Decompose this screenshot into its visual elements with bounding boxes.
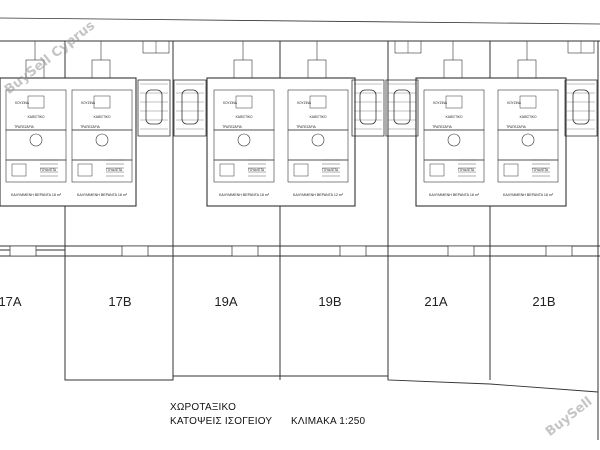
bedroom-2 [213, 159, 275, 183]
carport-3 [385, 79, 419, 137]
room-label-dining-4: ΤΡΑΠΕΖΑΡΙΑ [432, 125, 452, 129]
plot-number-19a: 19A [214, 294, 237, 309]
room-label-dining-0: ΤΡΑΠΕΖΑΡΙΑ [14, 125, 34, 129]
car-icon-2 [359, 89, 377, 125]
carport-1 [173, 79, 207, 137]
plot-number-19b: 19B [318, 294, 341, 309]
room-label-kitchen-5: ΚΟΥΖΙΝΑ [507, 101, 522, 105]
entrance-1 [91, 59, 111, 79]
rear-step-4 [447, 245, 475, 257]
room-label-kitchen-4: ΚΟΥΖΙΝΑ [433, 101, 448, 105]
dining-table-0 [29, 133, 43, 147]
carport-0 [137, 79, 171, 137]
bed-3 [293, 163, 309, 177]
rear-step-5 [545, 245, 573, 257]
entrance-5 [517, 59, 537, 79]
room-label-dining-2: ΤΡΑΠΕΖΑΡΙΑ [222, 125, 242, 129]
bed-0 [11, 163, 27, 177]
plot-number-17a: 17A [0, 294, 22, 309]
sofa-2 [235, 95, 253, 109]
patio-label-2: ΚΑΛΥΜΜΕΝΗ ΒΕΡΑΝΤΑ 18 m² [219, 193, 270, 197]
sofa-4 [445, 95, 463, 109]
room-label-living-5: ΚΑΘΙΣΤΙΚΟ [520, 115, 537, 119]
entrance-3 [307, 59, 327, 79]
plan-scale: ΚΛΙΜΑΚΑ 1:250 [291, 416, 366, 427]
room-label-dining-1: ΤΡΑΠΕΖΑΡΙΑ [80, 125, 100, 129]
car-icon-4 [572, 89, 590, 125]
car-icon-1 [181, 89, 199, 125]
room-label-kitchen-2: ΚΟΥΖΙΝΑ [223, 101, 238, 105]
entrance-4 [443, 59, 463, 79]
room-label-living-0: ΚΑΘΙΣΤΙΚΟ [28, 115, 45, 119]
entrance-2 [233, 59, 253, 79]
sofa-0 [27, 95, 45, 109]
bedroom-4 [423, 159, 485, 183]
patio-label-1: ΚΑΛΥΜΜΕΝΗ ΒΕΡΑΝΤΑ 18 m² [77, 193, 128, 197]
room-label-wc-0: ΤΟΥΑΛΕΤΑ [40, 168, 57, 172]
room-label-living-4: ΚΑΘΙΣΤΙΚΟ [446, 115, 463, 119]
bed-1 [77, 163, 93, 177]
room-label-kitchen-1: ΚΟΥΖΙΝΑ [81, 101, 96, 105]
bed-2 [219, 163, 235, 177]
bedroom-0 [5, 159, 67, 183]
plot-number-21b: 21B [532, 294, 555, 309]
sofa-3 [309, 95, 327, 109]
room-label-kitchen-0: ΚΟΥΖΙΝΑ [15, 101, 30, 105]
room-label-dining-3: ΤΡΑΠΕΖΑΡΙΑ [296, 125, 316, 129]
rear-step-1 [121, 245, 149, 257]
room-label-wc-3: ΤΟΥΑΛΕΤΑ [322, 168, 339, 172]
carport-4 [564, 79, 598, 137]
bed-5 [503, 163, 519, 177]
patio-label-0: ΚΑΛΥΜΜΕΝΗ ΒΕΡΑΝΤΑ 18 m² [11, 193, 62, 197]
dining-table-3 [311, 133, 325, 147]
plan-subtitle: ΚΑΤΟΨΕΙΣ ΙΣΟΓΕΙΟΥ [170, 416, 273, 427]
building-footprint-1 [206, 77, 356, 207]
room-label-kitchen-3: ΚΟΥΖΙΝΑ [297, 101, 312, 105]
bed-4 [429, 163, 445, 177]
sofa-5 [519, 95, 537, 109]
rear-step-0 [9, 245, 37, 257]
dining-table-5 [521, 133, 535, 147]
building-footprint-0 [0, 77, 137, 207]
room-label-living-3: ΚΑΘΙΣΤΙΚΟ [310, 115, 327, 119]
sofa-1 [93, 95, 111, 109]
bedroom-3 [287, 159, 349, 183]
bedroom-5 [497, 159, 559, 183]
rear-step-2 [231, 245, 259, 257]
room-label-wc-2: ΤΟΥΑΛΕΤΑ [248, 168, 265, 172]
dining-table-2 [237, 133, 251, 147]
room-label-wc-4: ΤΟΥΑΛΕΤΑ [458, 168, 475, 172]
plan-title: ΧΩΡΟΤΑΞΙΚΟ [170, 402, 237, 413]
building-footprint-2 [415, 77, 567, 207]
dining-table-1 [95, 133, 109, 147]
car-icon-3 [393, 89, 411, 125]
bedroom-1 [71, 159, 133, 183]
plot-number-17b: 17B [108, 294, 131, 309]
carport-2 [351, 79, 385, 137]
rear-plot-line-lower [0, 249, 599, 393]
dining-table-4 [447, 133, 461, 147]
rear-step-3 [339, 245, 367, 257]
room-label-living-1: ΚΑΘΙΣΤΙΚΟ [94, 115, 111, 119]
patio-label-5: ΚΑΛΥΜΜΕΝΗ ΒΕΡΑΝΤΑ 18 m² [503, 193, 554, 197]
patio-label-3: ΚΑΛΥΜΜΕΝΗ ΒΕΡΑΝΤΑ 12 m² [293, 193, 344, 197]
room-label-dining-5: ΤΡΑΠΕΖΑΡΙΑ [506, 125, 526, 129]
car-icon-0 [145, 89, 163, 125]
plot-number-21a: 21A [424, 294, 447, 309]
room-label-wc-1: ΤΟΥΑΛΕΤΑ [106, 168, 123, 172]
street-line-top [0, 17, 600, 25]
patio-label-4: ΚΑΛΥΜΜΕΝΗ ΒΕΡΑΝΤΑ 18 m² [429, 193, 480, 197]
room-label-living-2: ΚΑΘΙΣΤΙΚΟ [236, 115, 253, 119]
room-label-wc-5: ΤΟΥΑΛΕΤΑ [532, 168, 549, 172]
